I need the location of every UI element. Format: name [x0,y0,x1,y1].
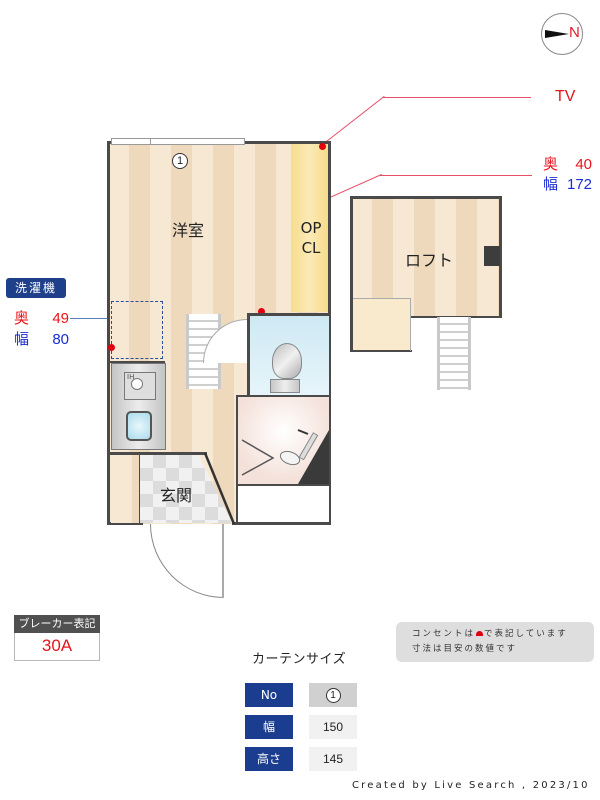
washer-depth-label: 奥 [14,310,30,327]
ih-label: IH [127,373,135,381]
ladder-steps [440,317,468,390]
burner-icon [131,378,143,390]
credit-text: Created by Live Search , 2023/10 [352,780,590,791]
legend-note: コンセントはで表記しています 寸法は目安の数値です [396,622,594,662]
loft-ladder [437,317,471,390]
loft-window [484,246,500,266]
washer-width-label: 幅 [14,331,30,348]
wall-bottom-right [232,522,331,525]
loft-extension [351,298,411,351]
closet-depth-label: 奥 [543,156,559,173]
note-line1-start: コンセントは [412,629,476,639]
curtain-height-label: 高さ [245,747,293,771]
loft-ext-edge [410,298,411,351]
open-closet [291,144,328,312]
loft-wall-right [499,196,502,318]
compass-needle-icon [545,30,569,38]
outlet-icon [319,143,326,150]
closet-label-line2: CL [301,239,321,257]
north-label: N [569,24,580,41]
breaker-header: ブレーカー表記 [14,615,100,633]
loft-ext-divider [353,298,411,299]
wall-toilet-top [247,313,331,316]
wall-bath-top [236,395,331,397]
washing-machine-badge: 洗濯機 [6,278,66,298]
curtain-marker: 1 [172,153,188,169]
curtain-no-label: No [245,683,293,707]
loft-ext-bottom [350,350,412,352]
note-line2: 寸法は目安の数値です [412,644,518,654]
entrance-label: 玄関 [160,486,193,505]
closet-callout-line [380,175,532,176]
curtain-width-value: 150 [309,715,357,739]
entrance-door[interactable] [222,524,224,598]
loft-label: ロフト [405,251,454,270]
tv-callout-line [383,97,531,98]
wall-bath-left [236,395,238,525]
western-room-label: 洋室 [172,221,205,240]
washer-depth-value: 49 [52,310,70,327]
wall-genkan-top [107,452,207,455]
curtain-size-title: カーテンサイズ [252,652,347,667]
washing-machine-dimensions: 奥 49 幅 80 [14,308,69,350]
wall-right [328,141,331,525]
closet-label: OP CL [299,218,323,258]
compass: N [541,13,583,55]
washer-callout-line [70,318,112,319]
loft-wall-left [350,196,353,352]
window-divider [150,138,151,145]
shower-icon [241,429,319,476]
washroom-space [238,486,329,522]
note-line1-end: で表記しています [484,629,568,639]
wall-kitchen-top [107,361,165,363]
curtain-no-circled: 1 [325,688,341,704]
loft-wall-top [350,196,502,199]
wall-toilet-left [247,313,250,397]
wall-left [107,141,110,525]
toilet-tank-icon [270,379,300,393]
closet-width-label: 幅 [543,176,559,193]
shoe-storage [111,455,139,523]
entrance-door-swing [150,524,224,598]
breaker-value: 30A [14,633,100,661]
curtain-height-value: 145 [309,747,357,771]
wall-genkan-left [138,452,141,524]
closet-label-line1: OP [300,219,322,237]
loft-floor [351,197,501,317]
entrance-step-line [203,452,236,525]
window [111,138,245,145]
wall-bath-bottom [236,484,331,486]
washer-width-value: 80 [52,331,70,348]
washing-machine-space [111,301,163,359]
curtain-width-label: 幅 [245,715,293,739]
wall-bottom-left [107,522,143,525]
toilet-icon [272,343,302,379]
closet-depth-value: 40 [575,156,593,173]
outlet-legend-icon [476,631,484,636]
outlet-icon [258,308,265,315]
curtain-no-value: 1 [309,683,357,707]
tv-label: TV [555,88,576,105]
kitchen-sink [126,411,152,441]
closet-dimensions: 奥 40 幅 172 [543,155,592,195]
tv-callout-leader [325,95,385,143]
closet-width-value: 172 [566,176,593,193]
